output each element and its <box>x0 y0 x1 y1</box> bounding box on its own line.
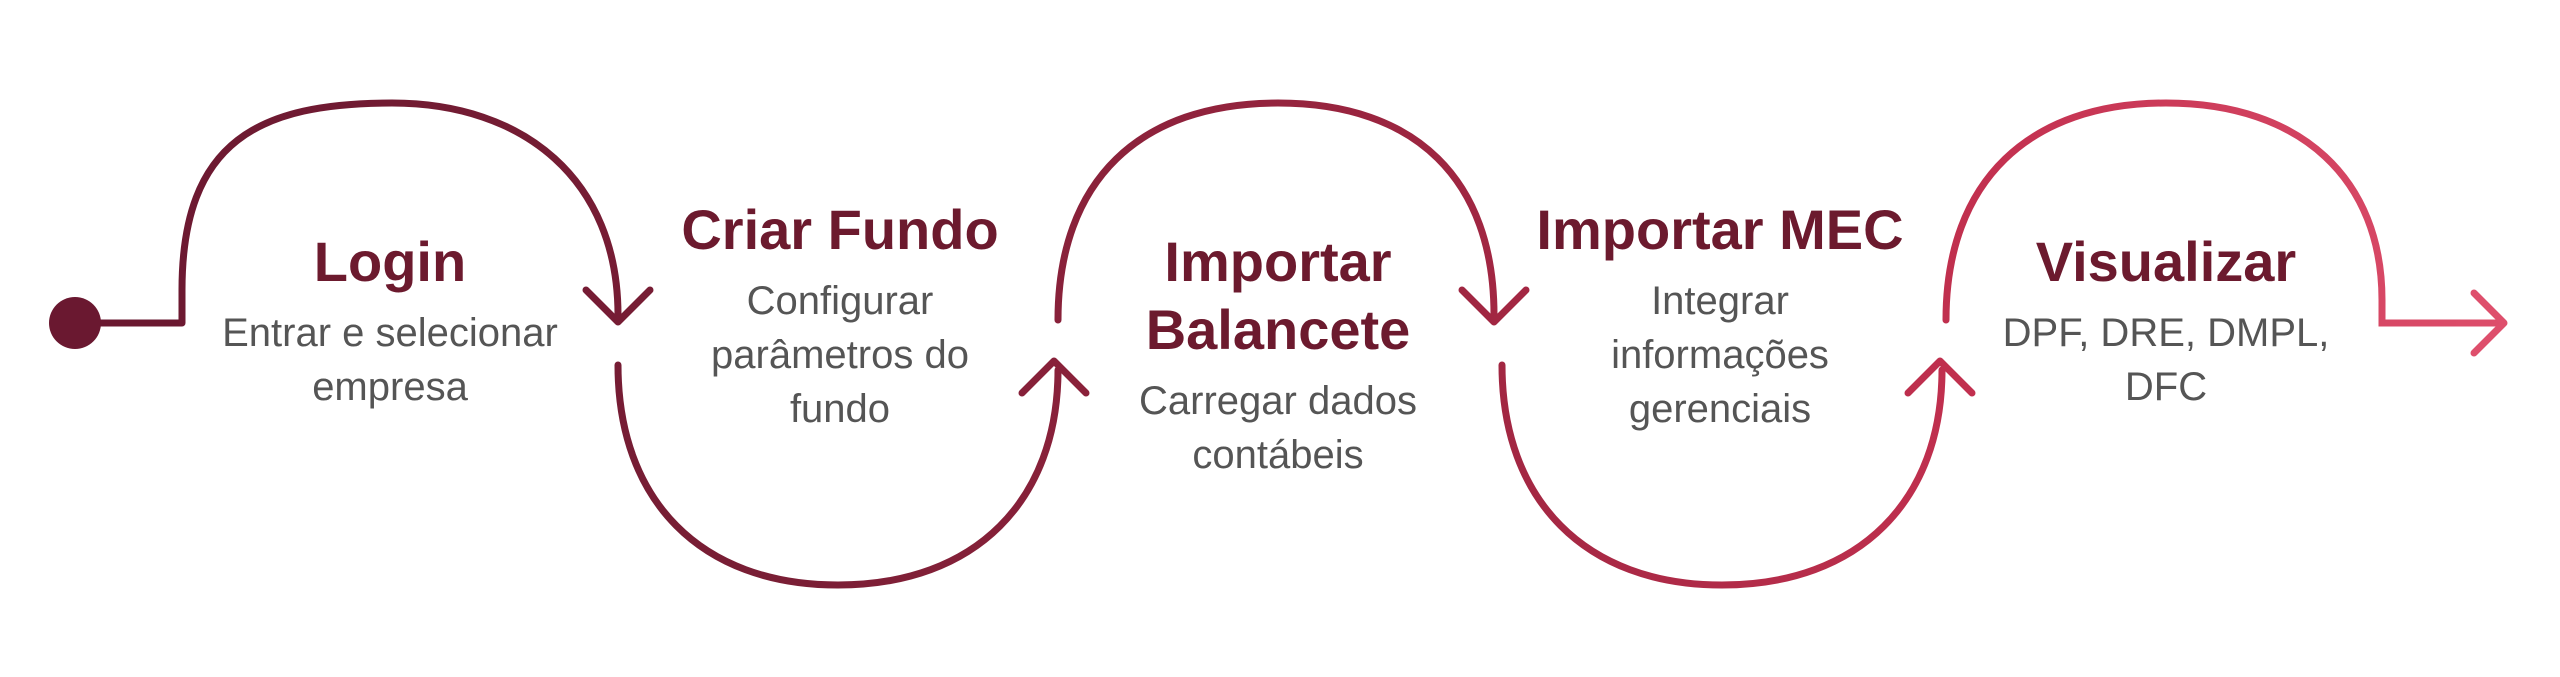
step-title: Importar MEC <box>1536 198 1904 261</box>
step-criar-fundo: Criar Fundo Configurar parâmetros do fun… <box>640 196 1040 436</box>
step-title: Login <box>313 230 467 293</box>
step-title: Importar Balancete <box>1145 230 1411 361</box>
flow-arc-importar-balancete <box>1054 99 1498 324</box>
chevron-up-icon <box>1904 357 1976 397</box>
step-title: Visualizar <box>2035 230 2297 293</box>
step-description: DPF, DRE, DMPL, DFC <box>2002 311 2330 409</box>
step-importar-balancete: Importar Balancete Carregar dados contáb… <box>1078 228 1478 482</box>
step-description: Entrar e selecionar empresa <box>222 311 558 409</box>
flow-arc-login <box>178 99 622 327</box>
step-description: Integrar informações gerenciais <box>1611 279 1829 431</box>
flow-arc-criar-fundo <box>614 361 1062 589</box>
end-arrow-icon <box>2470 289 2508 357</box>
step-description: Configurar parâmetros do fundo <box>711 279 969 431</box>
step-login: Login Entrar e selecionar empresa <box>190 228 590 414</box>
step-title: Criar Fundo <box>681 198 999 261</box>
step-description: Carregar dados contábeis <box>1139 379 1417 477</box>
chevron-down-icon <box>1458 286 1530 326</box>
step-importar-mec: Importar MEC Integrar informações gerenc… <box>1520 196 1920 436</box>
chevron-down-icon <box>582 286 654 326</box>
flow-arc-visualizar <box>1942 99 2506 327</box>
flow-arc-importar-mec <box>1498 361 1946 589</box>
chevron-up-icon <box>1018 357 1090 397</box>
step-visualizar: Visualizar DPF, DRE, DMPL, DFC <box>1966 228 2366 414</box>
